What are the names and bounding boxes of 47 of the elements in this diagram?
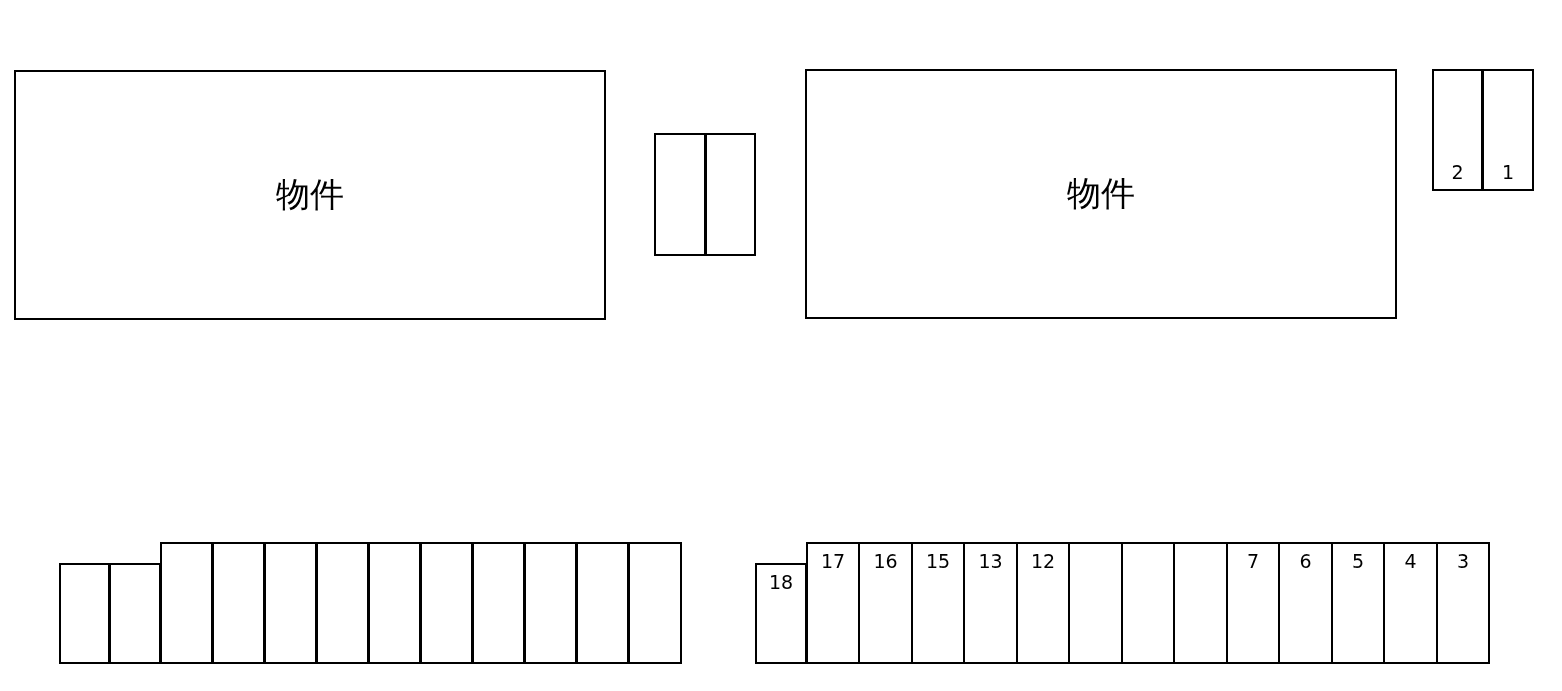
building-label: 物件 — [1066, 172, 1136, 215]
parking-space — [316, 542, 369, 664]
parking-space — [755, 563, 807, 664]
parking-space — [963, 542, 1018, 664]
building-label: 物件 — [275, 173, 345, 216]
parking-space — [1173, 542, 1228, 664]
space-number: 7 — [1245, 550, 1261, 572]
space-number: 2 — [1450, 161, 1465, 183]
parking-space — [628, 542, 682, 664]
space-number: 17 — [819, 550, 847, 572]
parking-space — [1016, 542, 1070, 664]
parking-space — [1331, 542, 1385, 664]
parking-space — [1278, 542, 1333, 664]
space-number: 6 — [1298, 550, 1313, 572]
parking-space — [1383, 542, 1438, 664]
space-number: 1 — [1500, 161, 1516, 183]
space-number: 12 — [1029, 550, 1057, 572]
parking-space — [212, 542, 265, 664]
parking-space — [1482, 69, 1534, 191]
space-number: 4 — [1403, 550, 1418, 572]
space-number: 3 — [1455, 550, 1471, 572]
parking-space — [1432, 69, 1483, 191]
parking-space — [160, 542, 213, 664]
parking-space — [109, 563, 161, 664]
parking-space — [911, 542, 965, 664]
parking-space — [654, 133, 706, 256]
parking-space — [806, 542, 860, 664]
parking-space — [1226, 542, 1280, 664]
parking-space — [1068, 542, 1123, 664]
parking-space — [368, 542, 421, 664]
building-block — [14, 70, 606, 320]
parking-space — [59, 563, 110, 664]
parking-space — [264, 542, 317, 664]
space-number: 15 — [924, 550, 952, 572]
parking-space — [858, 542, 913, 664]
parking-space — [420, 542, 473, 664]
space-number: 16 — [872, 550, 899, 572]
parking-space — [1436, 542, 1490, 664]
parking-space — [472, 542, 525, 664]
parking-space — [576, 542, 629, 664]
space-number: 13 — [977, 550, 1004, 572]
parking-space — [524, 542, 577, 664]
space-number: 18 — [767, 571, 795, 593]
parking-space — [1121, 542, 1175, 664]
building-block — [805, 69, 1397, 319]
space-number: 5 — [1350, 550, 1366, 572]
parking-space — [705, 133, 756, 256]
